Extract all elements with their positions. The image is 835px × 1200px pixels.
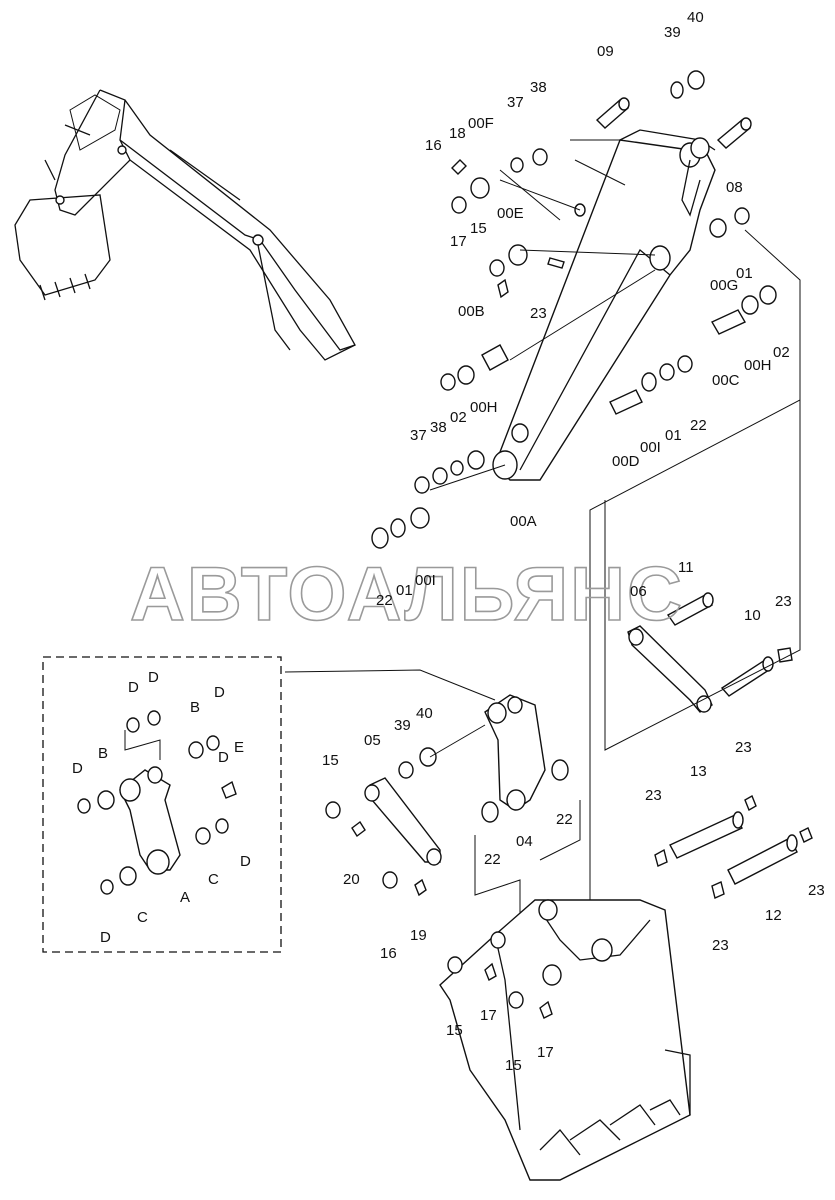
- callout-05: 05: [364, 732, 381, 749]
- inset-detail: [42, 656, 282, 953]
- inset-label-D4: D: [72, 760, 83, 777]
- callout-19: 19: [410, 927, 427, 944]
- inset-label-D6: D: [240, 853, 251, 870]
- callout-39b: 39: [394, 717, 411, 734]
- link-assembly: [604, 280, 801, 751]
- callout-23b: 23: [775, 593, 792, 610]
- callout-12: 12: [765, 907, 782, 924]
- callout-00C: 00C: [712, 372, 740, 389]
- callout-20: 20: [343, 871, 360, 888]
- excavator-overview-sketch: [14, 89, 356, 361]
- callout-22b: 22: [376, 592, 393, 609]
- callout-00Hb: 00H: [470, 399, 498, 416]
- callout-17b: 17: [480, 1007, 497, 1024]
- callout-00H: 00H: [744, 357, 772, 374]
- callout-37: 37: [507, 94, 524, 111]
- inset-label-D7: D: [100, 929, 111, 946]
- callout-16: 16: [425, 137, 442, 154]
- callout-11: 11: [678, 559, 694, 576]
- callout-17c: 17: [537, 1044, 554, 1061]
- callout-13: 13: [690, 763, 707, 780]
- callout-00G: 00G: [710, 277, 738, 294]
- callout-22d: 22: [484, 851, 501, 868]
- callout-08: 08: [726, 179, 743, 196]
- inset-label-C2: C: [137, 909, 148, 926]
- callout-01: 01: [736, 265, 753, 282]
- callout-02b: 02: [450, 409, 467, 426]
- inset-label-C1: C: [208, 871, 219, 888]
- inset-label-D2: D: [148, 669, 159, 686]
- callout-23e: 23: [712, 937, 729, 954]
- callout-40b: 40: [416, 705, 433, 722]
- callout-38b: 38: [430, 419, 447, 436]
- inset-label-D1: D: [128, 679, 139, 696]
- inset-label-B2: B: [98, 745, 108, 762]
- callout-18: 18: [449, 125, 466, 142]
- callout-23c: 23: [735, 739, 752, 756]
- callout-15c: 15: [446, 1022, 463, 1039]
- arm-parts: [371, 70, 801, 990]
- callout-23d: 23: [645, 787, 662, 804]
- inset-label-A: A: [180, 889, 190, 906]
- inset-label-E: E: [234, 739, 244, 756]
- callout-23: 23: [530, 305, 547, 322]
- inset-label-D3: D: [214, 684, 225, 701]
- callout-22c: 22: [556, 811, 573, 828]
- callout-00D: 00D: [612, 453, 640, 470]
- callout-37b: 37: [410, 427, 427, 444]
- callout-17: 17: [450, 233, 467, 250]
- callout-00B: 00B: [458, 303, 485, 320]
- inset-labels: D D B D D B D E C D A C D: [72, 669, 251, 946]
- callout-15b: 15: [322, 752, 339, 769]
- callout-labels: 09 40 39 38 37 00F 18 16 08 00E 15 17 01…: [322, 9, 825, 1074]
- callout-16b: 16: [380, 945, 397, 962]
- callout-22: 22: [690, 417, 707, 434]
- callout-00F: 00F: [468, 115, 494, 132]
- callout-15d: 15: [505, 1057, 522, 1074]
- arm-body: [492, 129, 716, 481]
- callout-00A: 00A: [510, 513, 537, 530]
- callout-00I: 00I: [640, 439, 661, 456]
- callout-06: 06: [630, 583, 647, 600]
- watermark: АВТОАЛЬЯНС: [130, 552, 684, 637]
- bucket: [439, 899, 691, 1181]
- guide-links: [284, 669, 581, 930]
- callout-15: 15: [470, 220, 487, 237]
- callout-02: 02: [773, 344, 790, 361]
- callout-10: 10: [744, 607, 761, 624]
- inset-label-D5: D: [218, 749, 229, 766]
- callout-39: 39: [664, 24, 681, 41]
- callout-40: 40: [687, 9, 704, 26]
- bucket-pins: [654, 794, 813, 899]
- callout-00Ib: 00I: [415, 572, 436, 589]
- callout-00E: 00E: [497, 205, 524, 222]
- inset-label-B1: B: [190, 699, 200, 716]
- callout-09: 09: [597, 43, 614, 60]
- callout-01b: 01: [665, 427, 682, 444]
- callout-23f: 23: [808, 882, 825, 899]
- callout-04: 04: [516, 833, 533, 850]
- callout-38: 38: [530, 79, 547, 96]
- callout-01c: 01: [396, 582, 413, 599]
